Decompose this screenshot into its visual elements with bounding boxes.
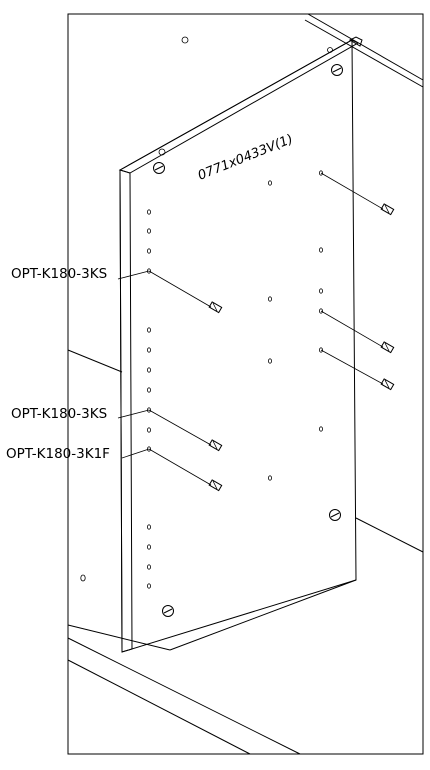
top-hole-3 <box>327 47 333 53</box>
connector-bolts <box>148 172 395 492</box>
callout-2: OPT-K180-3KS <box>11 406 150 422</box>
top-edge-line <box>307 13 424 81</box>
callout-3: OPT-K180-3K1F <box>6 446 150 462</box>
callout-label: OPT-K180-3KS <box>11 406 107 422</box>
shelf-pin-holes <box>146 170 323 589</box>
panel-edge <box>119 169 133 653</box>
cam-lock-top-left <box>153 162 165 174</box>
callout-label: OPT-K180-3K1F <box>6 446 110 462</box>
callout-leader <box>121 448 150 459</box>
panel-code-label: 0771x0433V(1) <box>196 132 295 184</box>
cam-lock-top-right <box>331 64 343 76</box>
cam-lock-bottom-left <box>162 605 174 617</box>
bolt-left-3 <box>148 448 223 492</box>
cabinet-outline <box>67 13 424 755</box>
cabinet-hole <box>80 574 86 582</box>
bolt-right-3 <box>320 349 395 391</box>
panel-top-edge <box>118 39 360 174</box>
cam-locks <box>153 64 343 617</box>
bolt-left-1 <box>148 270 223 314</box>
callout-label: OPT-K180-3KS <box>11 266 107 282</box>
callout-1: OPT-K180-3KS <box>11 266 150 282</box>
bolt-left-2 <box>148 409 223 452</box>
cam-lock-bottom-right <box>329 509 341 521</box>
drawing-frame <box>67 13 424 755</box>
top-hole-1 <box>181 36 189 44</box>
bottom-line-3 <box>67 659 251 755</box>
callout-leader <box>117 270 150 280</box>
bottom-line-1 <box>67 624 171 651</box>
bottom-line-2 <box>67 637 301 755</box>
panel-bottom-right-line <box>169 579 357 651</box>
bolt-right-2 <box>320 310 395 354</box>
panel-corner-bracket <box>348 36 363 47</box>
top-hole-2 <box>158 148 166 156</box>
shelf-line-right <box>355 517 424 553</box>
side-panel <box>118 36 363 653</box>
panel-face <box>119 39 357 653</box>
callout-leader <box>117 409 150 419</box>
bolt-right-1 <box>320 172 395 216</box>
shelf-line-left <box>67 349 123 373</box>
top-edge-line-2 <box>304 19 424 88</box>
